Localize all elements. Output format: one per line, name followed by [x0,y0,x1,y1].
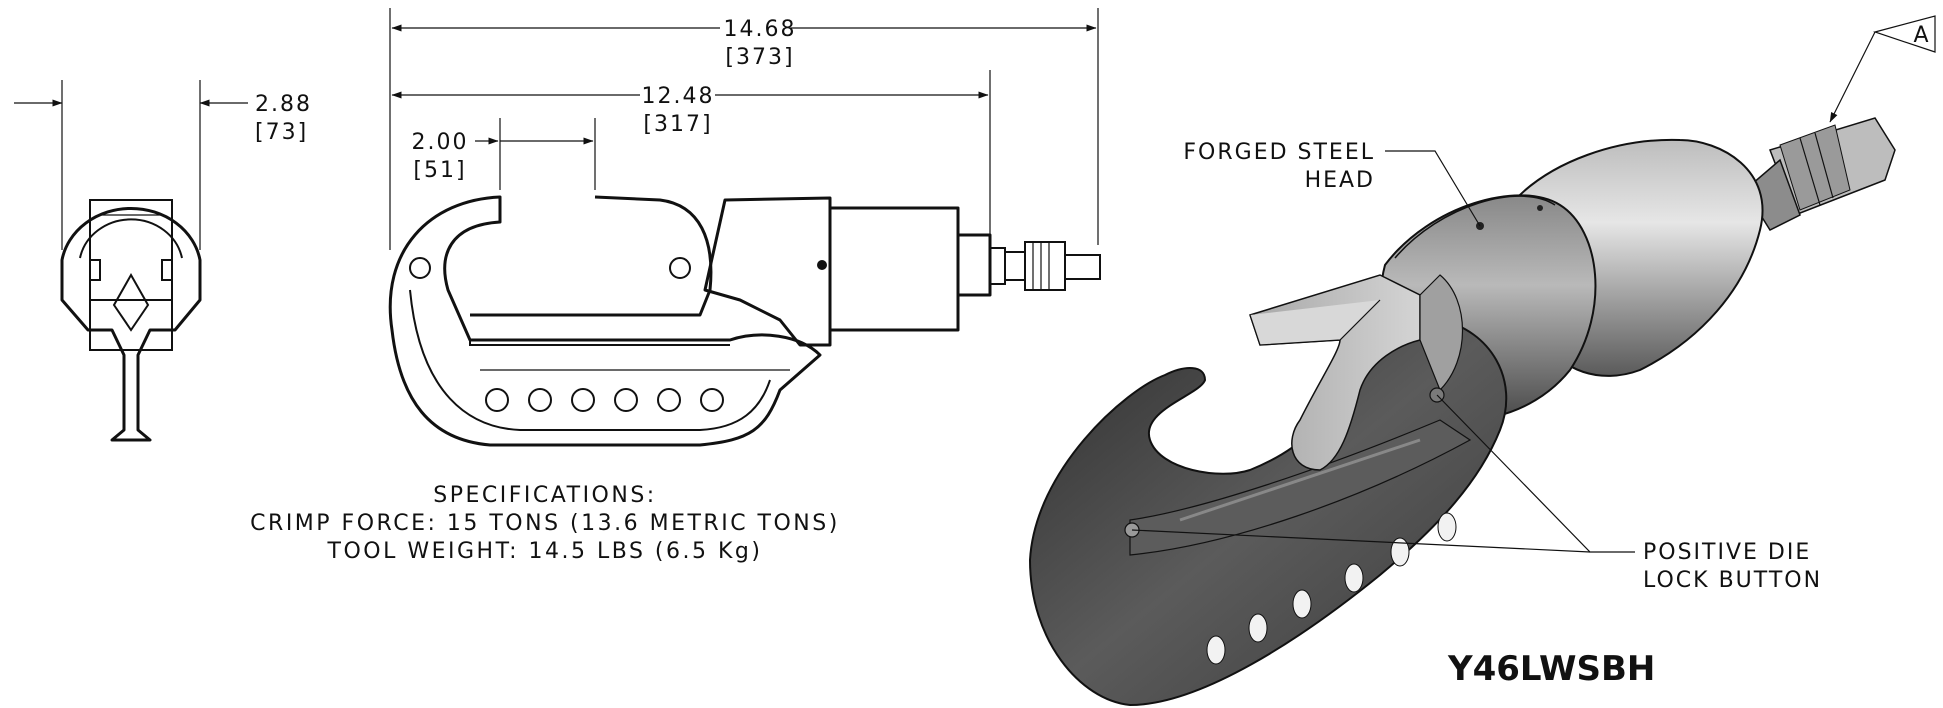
front-view [14,80,248,442]
body-length-mm: [317] [643,112,712,137]
callout-button-line1: POSITIVE DIE [1643,540,1811,565]
specifications-block: SPECIFICATIONS: CRIMP FORCE: 15 TONS (13… [250,483,840,564]
jaw-opening-mm: [51] [413,158,466,183]
head-width-inches: 2.88 [255,92,312,117]
model-number: Y46LWSBH [1447,649,1655,689]
callout-head-line1: FORGED STEEL [1183,140,1375,165]
dimension-labels: 14.68 [373] 12.48 [317] 2.00 [51] 2.88 [… [255,17,797,183]
callout-head-line2: HEAD [1305,168,1375,193]
spec-crimp-force: CRIMP FORCE: 15 TONS (13.6 METRIC TONS) [250,511,840,536]
spec-heading: SPECIFICATIONS: [433,483,656,508]
overall-length-inches: 14.68 [724,17,797,42]
callout-button-line2: LOCK BUTTON [1643,568,1822,593]
detail-tag: A [1913,23,1930,48]
isometric-render [1028,117,1896,707]
head-width-mm: [73] [255,120,308,145]
overall-length-mm: [373] [725,45,794,70]
side-view [388,8,1101,447]
jaw-opening-inches: 2.00 [412,130,469,155]
callouts: FORGED STEEL HEAD POSITIVE DIE LOCK BUTT… [1131,15,1936,689]
body-length-inches: 12.48 [642,84,715,109]
spec-tool-weight: TOOL WEIGHT: 14.5 LBS (6.5 Kg) [327,539,763,564]
